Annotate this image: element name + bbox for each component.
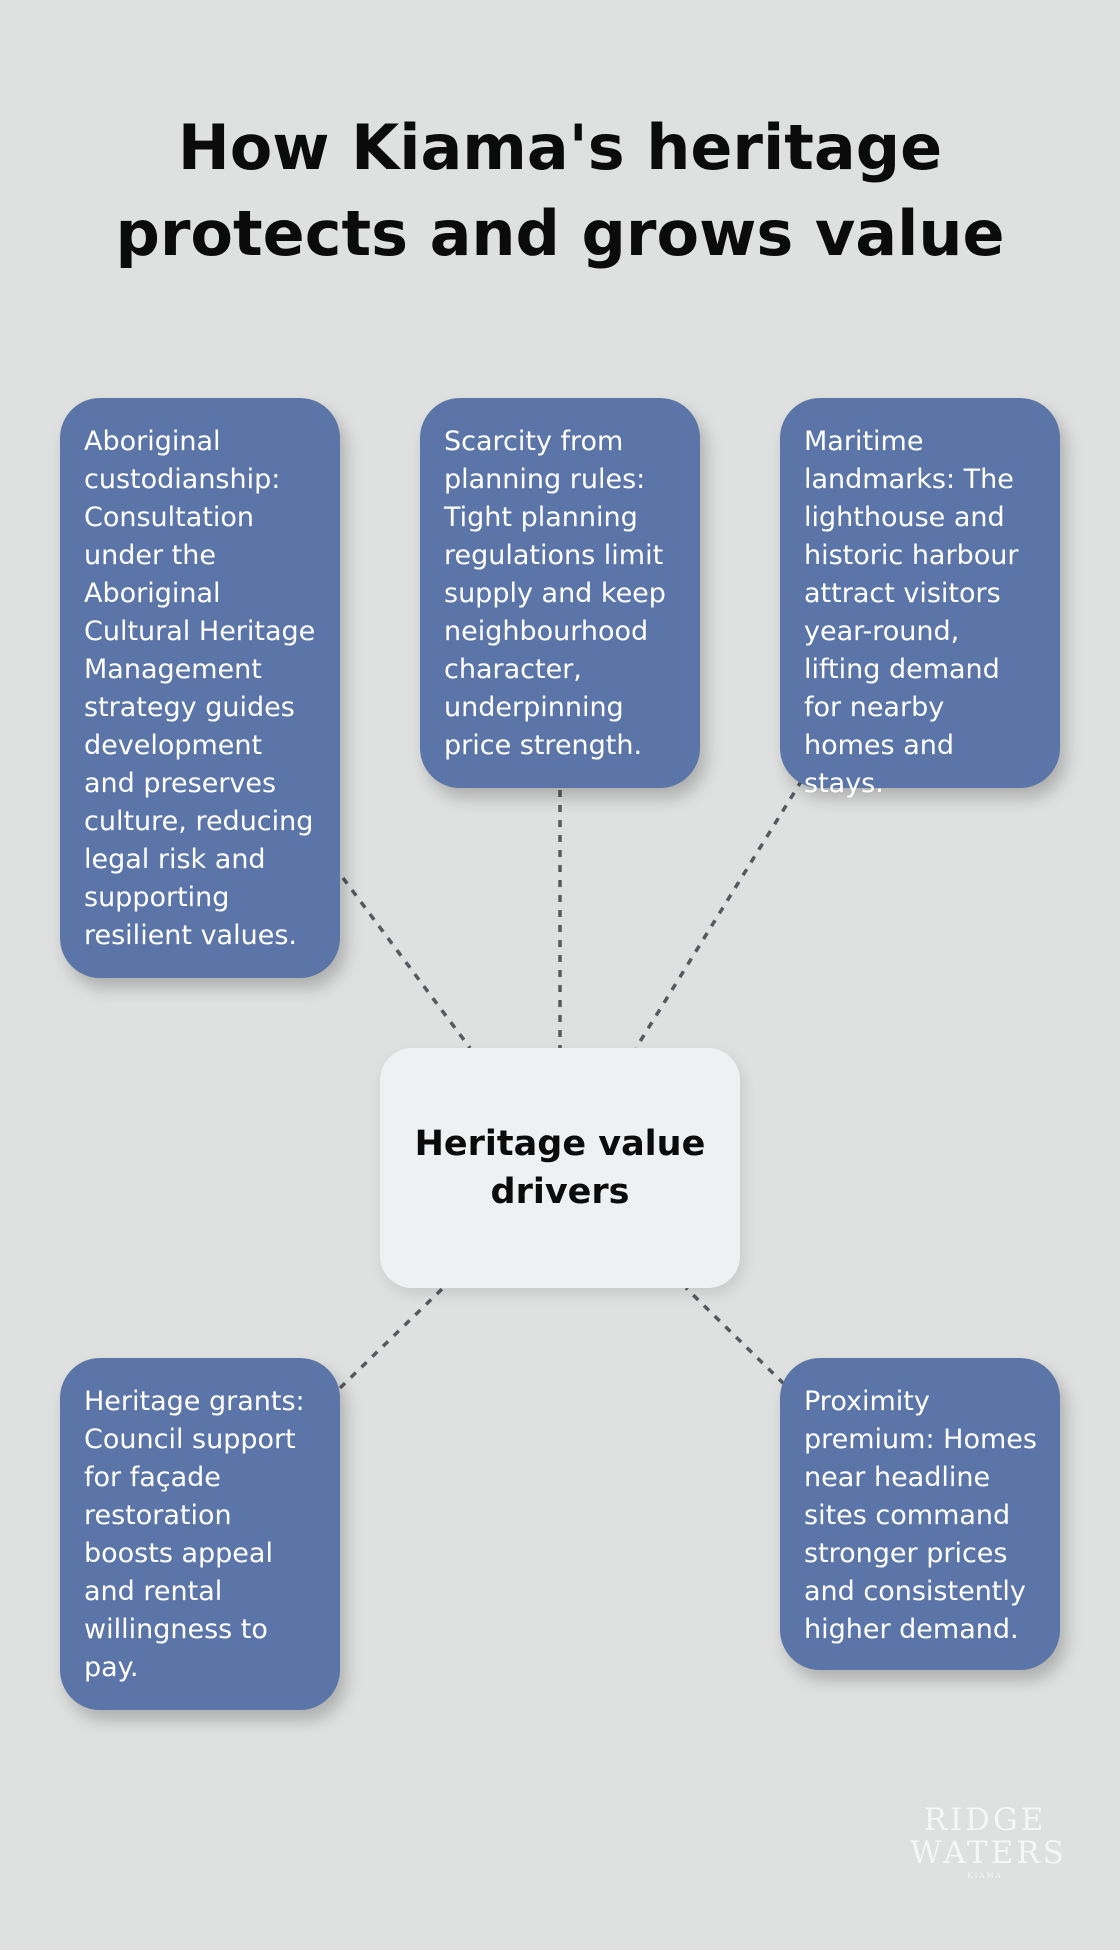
logo-subtext: KIAMA: [967, 1872, 1003, 1880]
node-heritage-grants: Heritage grants: Council support for faç…: [60, 1358, 340, 1710]
logo-line-1: RIDGE: [923, 1802, 1047, 1838]
node-aboriginal-custodianship: Aboriginal custodianship: Consultation u…: [60, 398, 340, 978]
logo-line-2: WATERS: [910, 1835, 1067, 1871]
center-node: Heritage value drivers: [380, 1048, 740, 1288]
center-node-label: Heritage value drivers: [414, 1124, 706, 1212]
connector-proximity: [684, 1286, 786, 1386]
node-text: Proximity premium: Homes near headline s…: [804, 1386, 1037, 1645]
node-text: Heritage grants: Council support for faç…: [84, 1386, 305, 1683]
node-maritime-landmarks: Maritime landmarks: The lighthouse and h…: [780, 398, 1060, 799]
connector-grants: [338, 1286, 445, 1390]
node-text: Scarcity from planning rules: Tight plan…: [444, 426, 666, 761]
node-scarcity-planning: Scarcity from planning rules: Tight plan…: [420, 398, 700, 788]
node-proximity-premium: Proximity premium: Homes near headline s…: [780, 1358, 1060, 1670]
node-text: Maritime landmarks: The lighthouse and h…: [804, 426, 1019, 799]
connector-maritime: [634, 779, 804, 1049]
connector-aboriginal: [341, 876, 472, 1050]
node-text: Aboriginal custodianship: Consultation u…: [84, 426, 316, 951]
diagram-title: How Kiama's heritage protects and grows …: [115, 111, 1005, 270]
brand-logo: RIDGE WATERS KIAMA: [910, 1802, 1067, 1882]
